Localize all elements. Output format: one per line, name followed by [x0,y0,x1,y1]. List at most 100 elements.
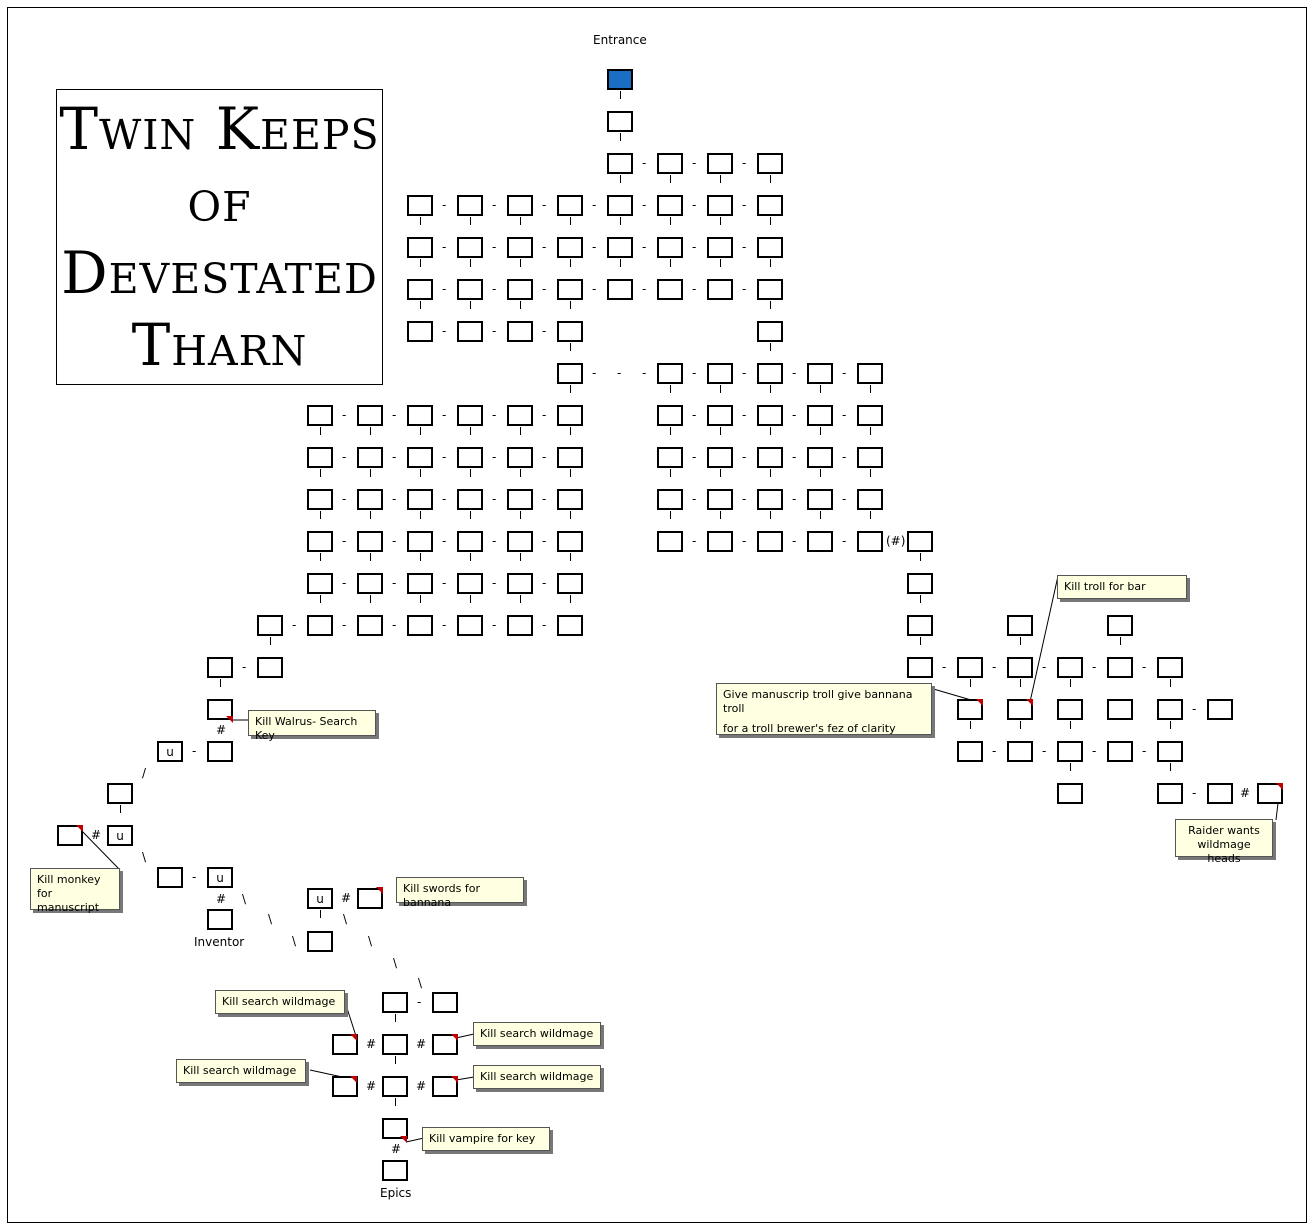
connector: - [542,618,547,632]
room [457,447,483,468]
vertical-connector [370,511,371,519]
room [907,531,933,552]
connector: \ [343,912,348,926]
room [557,615,583,636]
connector: - [542,240,547,254]
vertical-connector [1120,637,1121,645]
room [357,531,383,552]
room [357,489,383,510]
room [957,741,983,762]
vertical-connector [570,595,571,603]
connector: - [292,618,297,632]
connector: - [1192,702,1197,716]
room [1057,699,1083,720]
vertical-connector [420,595,421,603]
connector: - [342,576,347,590]
room [507,279,533,300]
room [382,1076,408,1097]
note-wildmage-1: Kill search wildmage [215,990,345,1014]
room [1157,699,1183,720]
vertical-connector [770,259,771,267]
connector: - [492,282,497,296]
room [457,489,483,510]
room [157,867,183,888]
vertical-connector [395,1098,396,1106]
connector: - [492,450,497,464]
vertical-connector [470,511,471,519]
vertical-connector [270,637,271,645]
room [757,195,783,216]
connector: - [442,408,447,422]
connector: - [842,492,847,506]
vertical-connector [770,175,771,183]
note-vampire: Kill vampire for key [422,1127,550,1151]
note-marker [350,1034,357,1041]
room [907,657,933,678]
room [507,615,533,636]
note-manuscript-line-1: Give manuscrip troll give bannana troll [723,688,913,715]
room [107,783,133,804]
connector: - [392,450,397,464]
connector: - [342,450,347,464]
title-line-3: Devestated [61,239,378,307]
note-wildmage-2-text: Kill search wildmage [480,1027,594,1040]
vertical-connector [370,553,371,561]
room [407,615,433,636]
connector: - [692,366,697,380]
vertical-connector [570,385,571,393]
room [357,573,383,594]
vertical-connector [620,175,621,183]
room [757,405,783,426]
vertical-connector [920,637,921,645]
connector: - [692,534,697,548]
vertical-connector [770,385,771,393]
room [307,405,333,426]
room [1007,657,1033,678]
room [357,405,383,426]
connector: - [442,324,447,338]
vertical-connector [670,217,671,225]
room [607,195,633,216]
connector: - [592,198,597,212]
secret-door-symbol: # [416,1079,427,1093]
connector: - [692,492,697,506]
vertical-connector [220,679,221,687]
connector: - [692,240,697,254]
connector: - [442,240,447,254]
room [1107,657,1133,678]
vertical-connector [1170,721,1171,729]
room [807,405,833,426]
connector: - [642,282,647,296]
room [707,237,733,258]
room [707,447,733,468]
room [507,531,533,552]
connector: - [417,995,422,1009]
connector: - [742,534,747,548]
room [307,615,333,636]
connector: - [1192,786,1197,800]
room [657,153,683,174]
room [557,279,583,300]
connector: - [842,534,847,548]
connector: - [1142,660,1147,674]
room [557,363,583,384]
room [607,153,633,174]
note-marker [226,716,233,723]
connector: - [642,240,647,254]
note-manuscript-line-2: for a troll brewer's fez of clarity [723,722,896,735]
room [857,489,883,510]
room: u [107,825,133,846]
vertical-connector [520,217,521,225]
vertical-connector [1070,679,1071,687]
room [607,237,633,258]
note-wildmage-2: Kill search wildmage [473,1022,601,1046]
note-marker [350,1076,357,1083]
vertical-connector [770,427,771,435]
room [307,931,333,952]
note-wildmage-3: Kill search wildmage [176,1059,306,1083]
note-monkey: Kill monkey for manuscript [30,868,120,914]
vertical-connector [720,175,721,183]
room [1007,615,1033,636]
connector: - [342,534,347,548]
vertical-connector [320,910,321,918]
